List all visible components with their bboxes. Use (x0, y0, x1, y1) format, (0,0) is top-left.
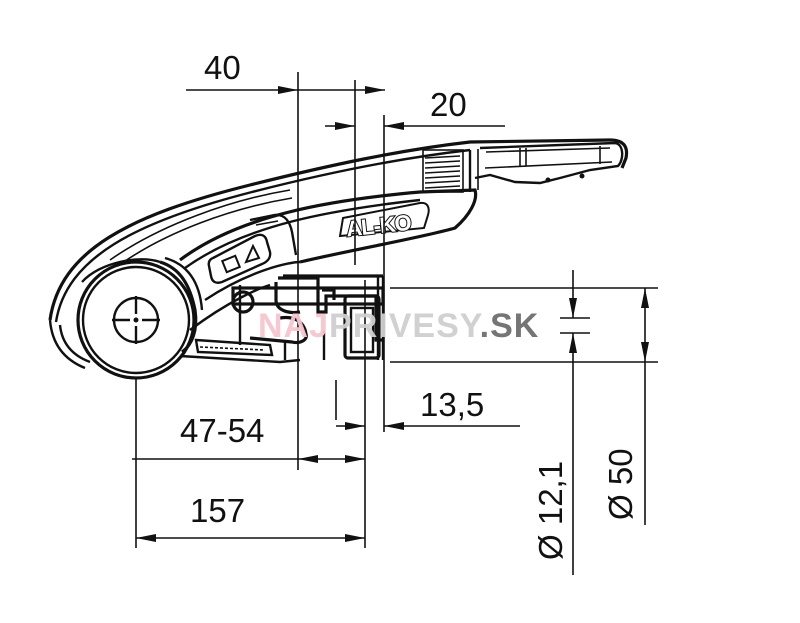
book-icon (220, 254, 242, 274)
dim-13-5: 13,5 (420, 386, 484, 423)
handle-grip (422, 141, 624, 193)
watermark: NAJPRIVESY.SK (258, 307, 539, 345)
locking-pin (231, 290, 255, 314)
dimension-labels: 40 20 13,5 47-54 157 Ø 12,1 Ø 50 (180, 49, 639, 560)
lock-mechanism (231, 274, 385, 360)
warning-label (207, 233, 272, 284)
lower-strip (179, 338, 301, 364)
ball-socket (76, 256, 204, 380)
watermark-part3: .SK (480, 307, 540, 345)
dim-47-54: 47-54 (180, 412, 264, 449)
dim-bore-diameter: Ø 12,1 (532, 461, 569, 560)
dim-157: 157 (190, 492, 245, 529)
warning-triangle-icon (244, 243, 261, 264)
dim-ball-diameter: Ø 50 (602, 448, 639, 520)
watermark-part1: NAJ (258, 307, 329, 345)
dim-40: 40 (204, 49, 241, 86)
svg-text:NAJPRIVESY.SK: NAJPRIVESY.SK (258, 307, 539, 345)
watermark-part2: PRIVESY (329, 307, 483, 345)
dimension-lines (132, 72, 658, 575)
dim-20: 20 (430, 86, 467, 123)
